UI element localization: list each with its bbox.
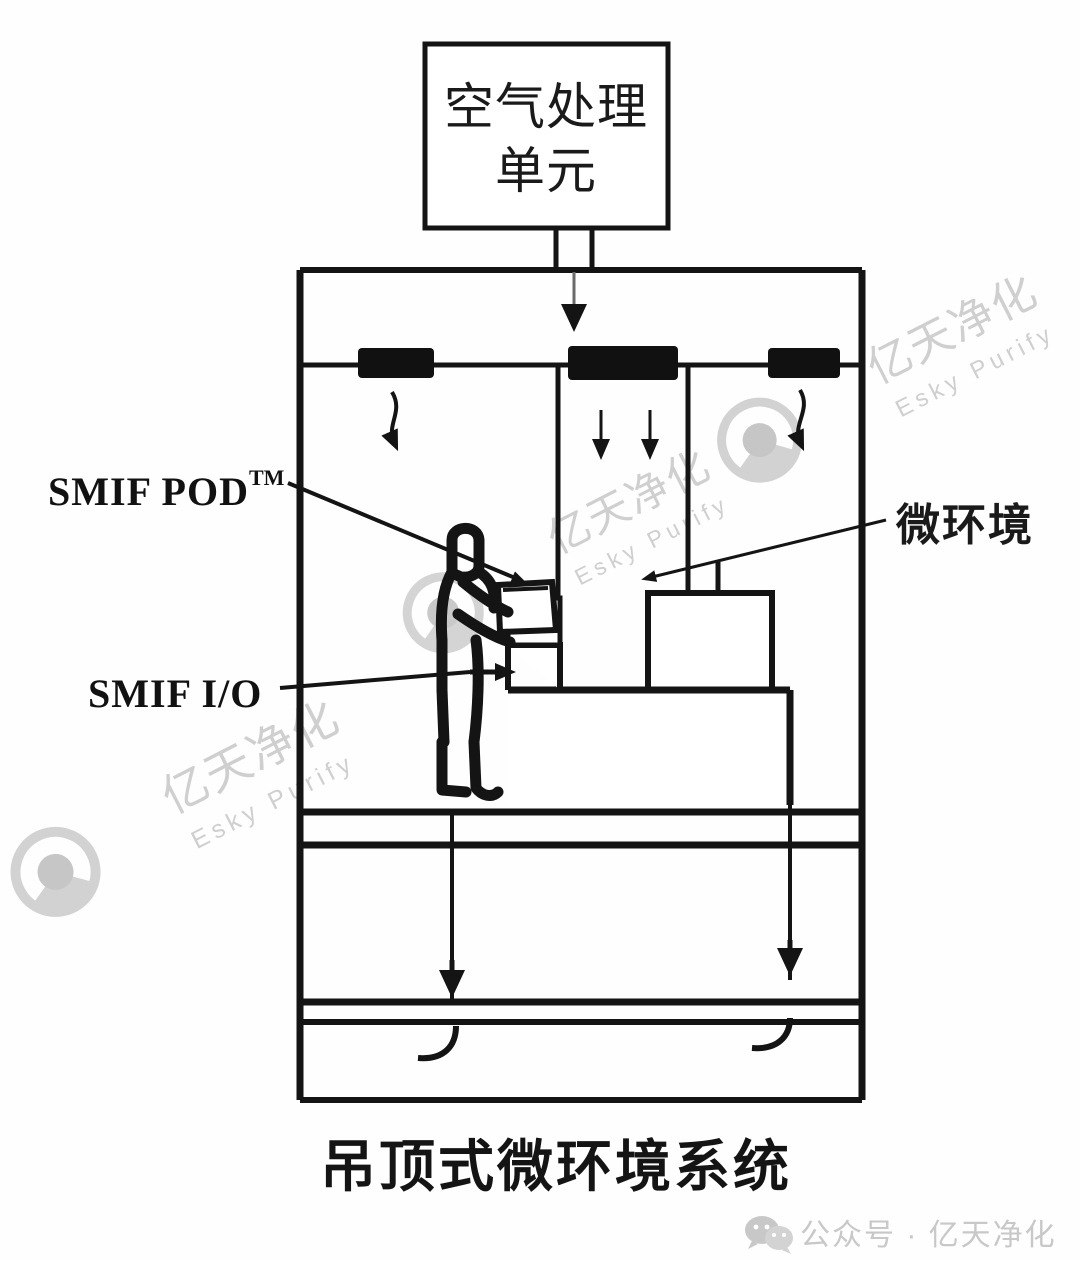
- process-equipment: [505, 560, 794, 805]
- esky-logo-mark: [717, 397, 803, 483]
- swirl-arrow-left: [381, 390, 399, 452]
- downflow-arrows: [592, 410, 659, 460]
- ahu-label-line2: 单元: [495, 143, 597, 199]
- smif-pod-label: SMIF POD: [48, 469, 249, 514]
- leader-lines: [279, 481, 887, 690]
- footer-account-label: 公众号 · 亿天净化: [800, 1219, 1057, 1252]
- smif-pod-trademark: TM: [249, 465, 285, 490]
- leader-micro-environment: [641, 518, 887, 582]
- filter-block-right: [768, 348, 840, 378]
- smif-pod-object: [494, 578, 560, 636]
- filter-block-left: [358, 348, 434, 378]
- micro-environment-label: 微环境: [895, 501, 1034, 550]
- wechat-icon: [745, 1216, 793, 1254]
- diagram-caption: 吊顶式微环境系统: [320, 1137, 792, 1199]
- return-plenum: [300, 998, 862, 1025]
- swirl-arrow-right: [787, 388, 806, 452]
- ahu-label-line1: 空气处理: [444, 79, 648, 135]
- filter-block-center: [568, 346, 678, 380]
- ceiling-plenum: [300, 346, 862, 380]
- leader-smif-io: [279, 670, 471, 690]
- return-air-arrows: [417, 940, 803, 1062]
- smif-io-label: SMIF I/O: [88, 671, 262, 716]
- operator-figure: [435, 522, 516, 801]
- esky-logo-mark-bl: [10, 826, 101, 917]
- air-handling-unit: [422, 41, 671, 270]
- leader-smif-pod: [287, 481, 527, 583]
